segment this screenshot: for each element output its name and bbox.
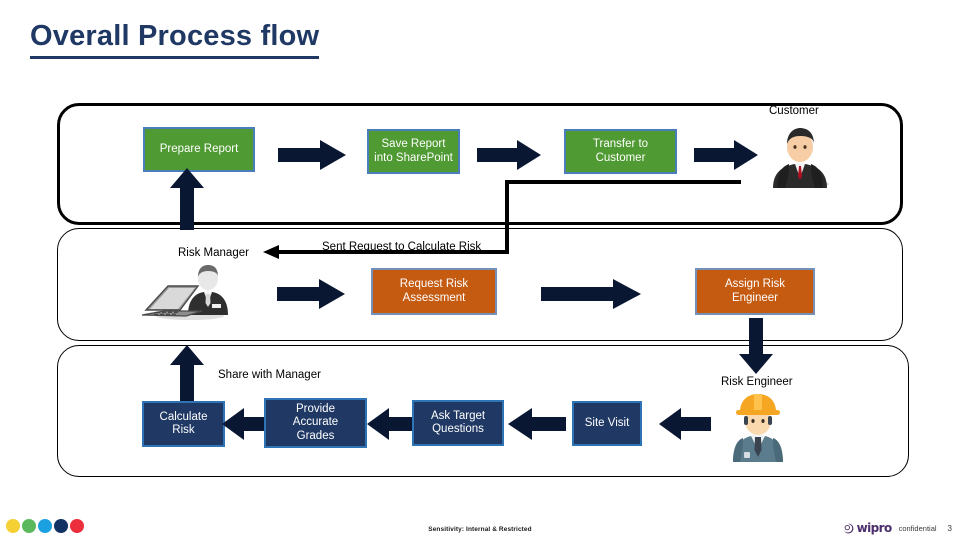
connector-label-share-with-manager: Share with Manager xyxy=(218,369,321,381)
arrow-up-engineer-to-manager xyxy=(169,345,205,403)
actor-label-customer: Customer xyxy=(769,105,819,117)
process-box-prepare-report[interactable]: Prepare Report xyxy=(143,127,255,172)
connector-line-vertical xyxy=(505,180,509,254)
swimlane-risk-engineer xyxy=(57,345,909,477)
arrow-down-assign-to-engineer xyxy=(738,318,774,374)
process-box-assign-risk-engineer[interactable]: Assign Risk Engineer xyxy=(695,268,815,315)
wipro-wordmark: wipro xyxy=(856,521,893,535)
arrow-up-manager-to-customer xyxy=(169,168,205,230)
page-title: Overall Process flow xyxy=(30,20,320,59)
footer-color-dots xyxy=(6,519,84,533)
connector-label-sent-request: Sent Request to Calculate Risk xyxy=(322,241,482,253)
actor-label-risk-engineer: Risk Engineer xyxy=(721,376,793,388)
wipro-swirl-icon xyxy=(843,523,854,533)
arrow-left-sitevisit-to-questions xyxy=(508,408,566,440)
process-box-provide-accurate-grades[interactable]: Provide Accurate Grades xyxy=(264,398,367,448)
page-title-text: Overall Process flow xyxy=(30,20,320,59)
arrow-right-transfer-to-customer xyxy=(694,140,760,170)
footer-dot-green xyxy=(22,519,36,533)
arrow-left-engineer-to-sitevisit xyxy=(659,408,711,440)
swimlane-customer xyxy=(57,103,903,225)
footer-dot-red xyxy=(70,519,84,533)
wipro-logo: wipro xyxy=(843,521,892,535)
arrow-left-questions-to-grades xyxy=(367,408,415,440)
arrow-right-request-to-assign xyxy=(541,279,643,309)
footer-dot-blue xyxy=(38,519,52,533)
footer-right-group: wipro confidential 3 xyxy=(843,521,952,535)
process-box-save-report-sharepoint[interactable]: Save Report into SharePoint xyxy=(367,129,460,174)
process-box-calculate-risk[interactable]: Calculate Risk xyxy=(142,401,225,447)
footer-dot-navy xyxy=(54,519,68,533)
arrow-left-grades-to-calculate xyxy=(222,408,270,440)
arrow-right-save-to-transfer xyxy=(477,140,543,170)
footer-sensitivity-notice: Sensitivity: Internal & Restricted xyxy=(428,526,532,533)
swimlane-risk-manager xyxy=(57,228,903,341)
process-box-ask-target-questions[interactable]: Ask Target Questions xyxy=(412,400,504,446)
footer-dot-yellow xyxy=(6,519,20,533)
arrow-right-prepare-to-save xyxy=(278,140,348,170)
manager-with-laptop-icon xyxy=(140,263,234,321)
footer-page-number: 3 xyxy=(947,523,952,533)
process-box-transfer-to-customer[interactable]: Transfer to Customer xyxy=(564,129,677,174)
connector-line-horizontal-bottom xyxy=(275,250,509,254)
arrowhead-left-to-risk-manager xyxy=(263,245,279,259)
arrow-right-manager-to-request xyxy=(277,279,347,309)
actor-label-risk-manager: Risk Manager xyxy=(178,247,249,259)
process-box-site-visit[interactable]: Site Visit xyxy=(572,401,642,446)
process-box-request-risk-assessment[interactable]: Request Risk Assessment xyxy=(371,268,497,315)
footer-confidential-label: confidential xyxy=(898,523,937,533)
engineer-hardhat-icon xyxy=(727,390,789,462)
businessman-icon xyxy=(765,122,833,190)
connector-line-horizontal-top xyxy=(505,180,741,184)
